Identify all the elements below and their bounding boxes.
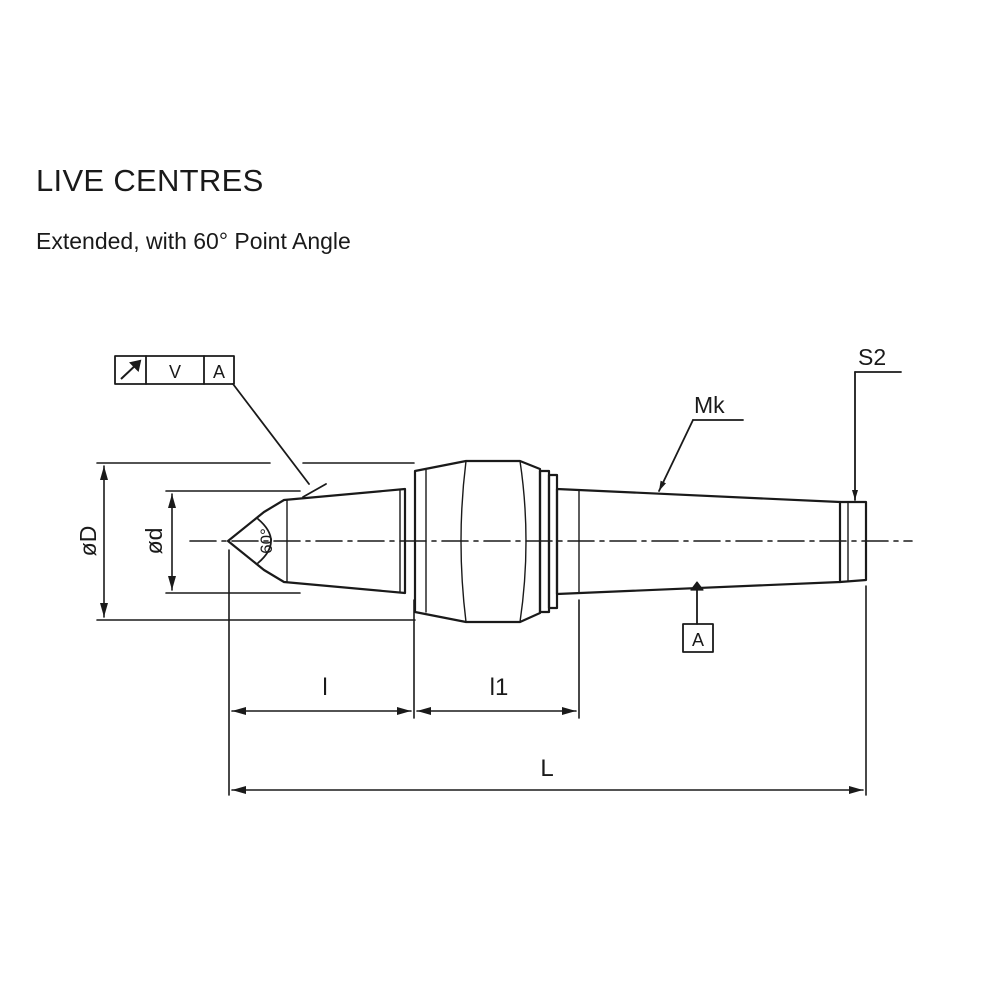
- dimension-l-label: l: [322, 674, 327, 701]
- mk-leader: [658, 419, 694, 492]
- angle-arc: [257, 518, 272, 564]
- circular-runout-icon: [120, 359, 142, 380]
- bearing-curve-left: [460, 460, 467, 623]
- tolerance-value: V: [169, 362, 181, 382]
- bearing-curve-right: [519, 460, 527, 623]
- datum-label: A: [692, 630, 704, 650]
- diameter-d-label: ød: [141, 528, 167, 555]
- diameter-D-label: øD: [75, 526, 101, 557]
- point-cone: [226, 487, 407, 595]
- tolerance-datum: A: [213, 362, 225, 382]
- dimension-L-label: L: [540, 755, 553, 782]
- surface-finish-label: S2: [858, 344, 886, 370]
- tolerance-leader: [232, 383, 310, 485]
- tolerance-frame: [114, 355, 235, 385]
- datum-box: [682, 623, 714, 653]
- page-title: LIVE CENTRES: [36, 163, 264, 198]
- morse-taper-label: Mk: [694, 392, 725, 418]
- tolerance-leader-tick: [302, 483, 327, 498]
- point-angle-label: 60°: [257, 528, 276, 554]
- datum-triangle: [690, 581, 704, 591]
- dimension-l1-label: l1: [490, 674, 509, 701]
- tang: [838, 500, 868, 584]
- page-subtitle: Extended, with 60° Point Angle: [36, 228, 351, 254]
